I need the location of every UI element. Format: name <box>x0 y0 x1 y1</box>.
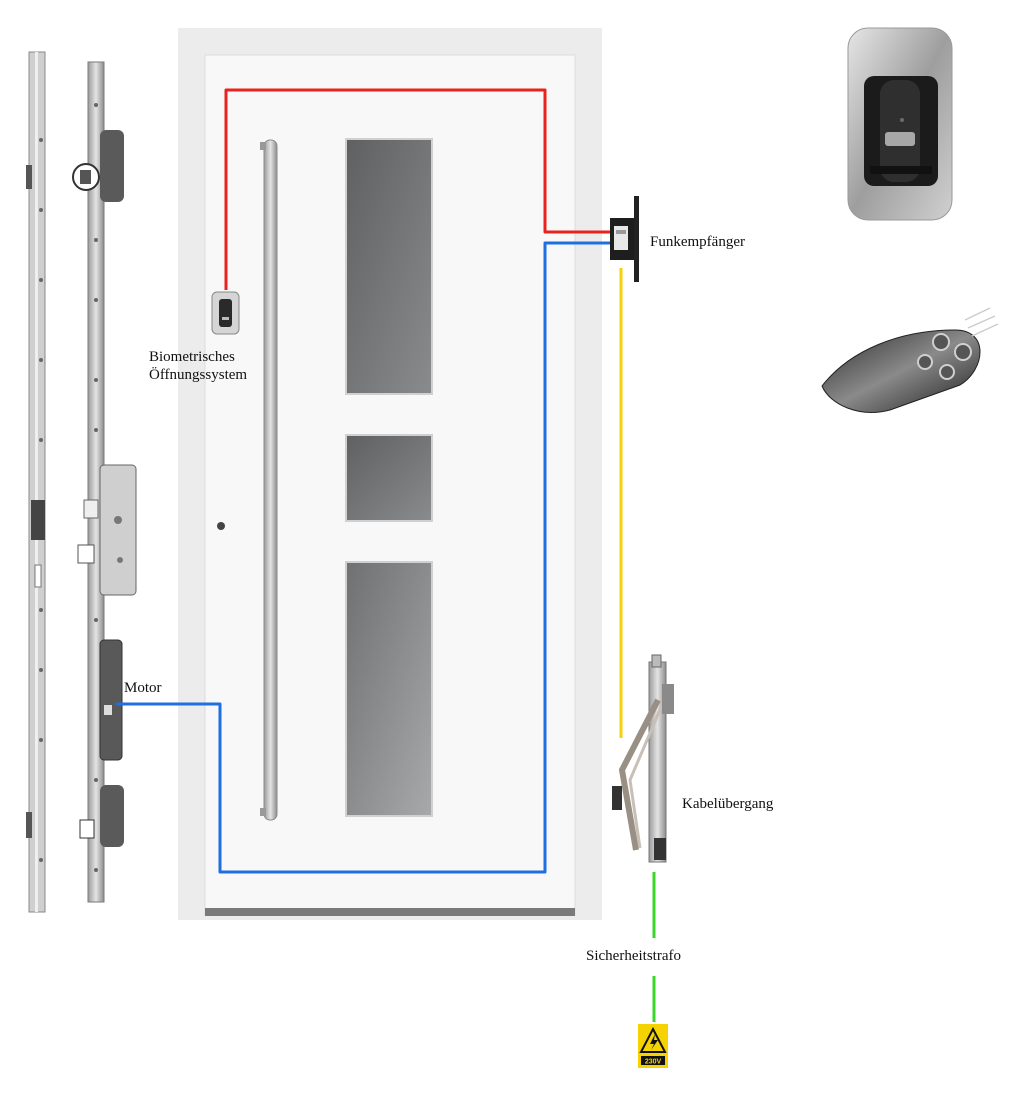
radio-receiver-icon <box>610 196 639 282</box>
radio-receiver-label: Funkempfänger <box>650 234 745 250</box>
biometric-system-label: Biometrisches Öffnungssystem <box>149 348 247 384</box>
glass-panel-middle <box>345 434 433 522</box>
biometric-signal-wire <box>224 88 612 290</box>
glass-panel-bottom <box>345 561 433 817</box>
front-door <box>178 28 602 920</box>
biometric-system-label-line2: Öffnungssystem <box>149 367 248 383</box>
door-handle-bar <box>260 139 278 821</box>
high-voltage-warning-icon: 230V <box>638 1024 668 1068</box>
fingerprint-scanner-icon <box>847 27 953 221</box>
lock-cylinder <box>217 522 225 530</box>
lock-faceplate <box>26 51 46 913</box>
cable-transfer-label: Kabelübergang <box>682 796 774 812</box>
glass-panel-top <box>345 138 433 395</box>
cable-transfer-icon <box>612 654 674 863</box>
voltage-label: 230V <box>645 1059 662 1066</box>
safety-transformer-label: Sicherheitstrafo <box>586 948 681 964</box>
motor-signal-wire <box>116 241 612 874</box>
door-fingerprint-reader-icon <box>211 291 240 335</box>
remote-key-fob-icon <box>821 307 999 413</box>
biometric-system-label-line1: Biometrisches <box>149 349 235 365</box>
multipoint-lock-mechanism <box>72 61 137 903</box>
motor-label: Motor <box>124 680 162 696</box>
